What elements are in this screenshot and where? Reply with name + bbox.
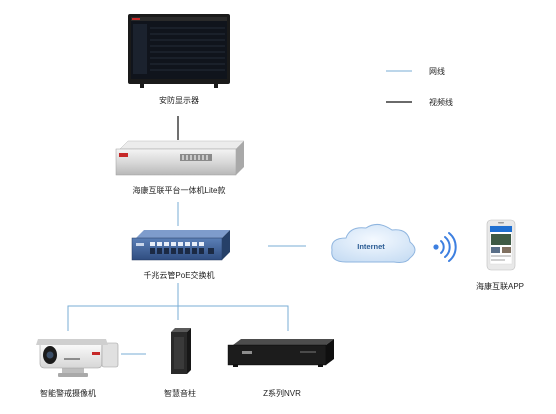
bullet-camera-icon <box>36 339 119 377</box>
speaker-column-icon <box>171 328 191 374</box>
poe-switch-icon <box>131 230 230 261</box>
app-label: 海康互联APP <box>475 282 525 291</box>
speaker-label: 智慧音柱 <box>164 389 196 398</box>
switch-label: 千兆云管PoE交换机 <box>143 271 215 280</box>
legend-network-label: 网线 <box>429 67 445 76</box>
platform-label: 海康互联平台一体机Lite款 <box>132 186 226 195</box>
smartphone-icon <box>486 219 516 271</box>
nvr-label: Z系列NVR <box>263 389 301 398</box>
monitor-label: 安防显示器 <box>159 96 199 105</box>
monitor-icon <box>128 14 230 88</box>
nvr-icon <box>227 339 334 367</box>
server-appliance-icon <box>115 140 245 176</box>
wireless-signal-icon <box>433 232 457 262</box>
internet-label: Internet <box>357 242 385 251</box>
legend-video-label: 视频线 <box>429 98 453 107</box>
cloud-icon <box>331 224 416 263</box>
camera-label: 智能警戒摄像机 <box>40 389 96 398</box>
